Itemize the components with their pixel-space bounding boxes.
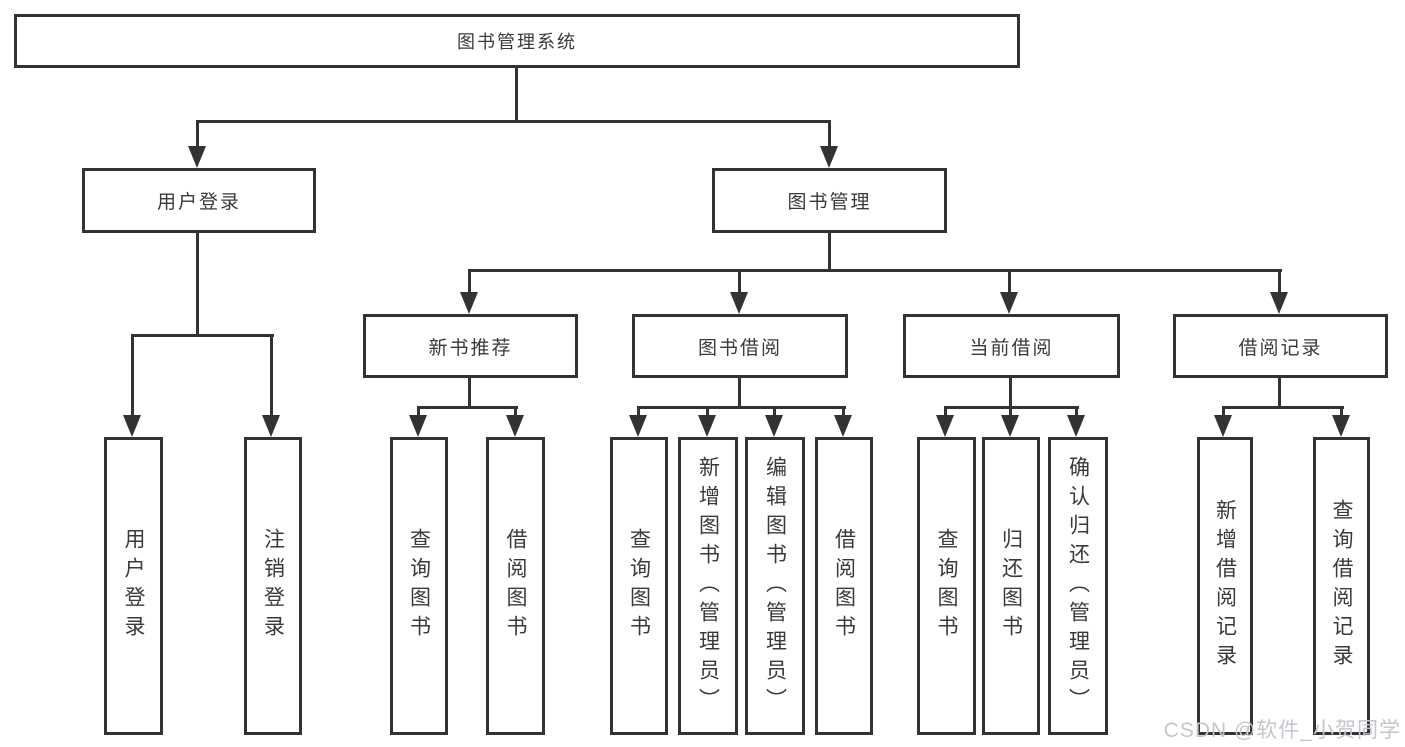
connector-userlogin-stem [196,232,199,336]
connector-newbook-branch [417,406,518,409]
arrow-down-icon [123,334,142,437]
connector-currentborrow-stem [1009,378,1012,409]
arrow-down-icon [629,406,648,437]
arrow-down-icon [1067,406,1086,437]
arrow-down-icon [506,406,525,437]
arrow-down-icon [1332,406,1351,437]
arrow-down-icon [936,406,955,437]
connector-bookmgmt-stem [828,232,831,271]
connector-borrowrecord-branch [1222,406,1344,409]
leaf-return-book: 归还图书 [982,437,1040,735]
leaf-query-book-borrowing: 查询图书 [610,437,668,735]
arrow-down-icon [409,406,428,437]
node-borrowing-records: 借阅记录 [1173,314,1388,378]
arrow-down-icon [1001,406,1020,437]
arrow-down-icon [188,120,207,168]
connector-bookborrow-stem [738,378,741,409]
leaf-query-book-current: 查询图书 [917,437,976,735]
arrow-down-icon [820,120,839,168]
node-user-login: 用户登录 [82,168,316,233]
arrow-down-icon [765,406,784,437]
leaf-edit-book-admin: 编辑图书（管理员） [745,437,805,735]
leaf-logout: 注销登录 [244,437,302,735]
arrow-down-icon [262,334,281,437]
node-current-borrowing: 当前借阅 [903,314,1120,378]
node-library-management-system: 图书管理系统 [14,14,1020,68]
connector-bookborrow-branch [637,406,846,409]
connector-root-stem [515,68,518,122]
leaf-query-borrow-record: 查询借阅记录 [1313,437,1370,735]
arrow-down-icon [1000,269,1019,314]
arrow-down-icon [460,269,479,314]
connector-newbook-stem [468,378,471,409]
node-book-management: 图书管理 [712,168,947,233]
connector-root-branch [197,120,831,123]
leaf-confirm-return-admin: 确认归还（管理员） [1048,437,1108,735]
arrow-down-icon [1270,269,1289,314]
csdn-watermark: CSDN @软件_小贺同学 [1163,719,1401,742]
node-new-book-recommend: 新书推荐 [363,314,578,378]
connector-bookmgmt-branch [468,269,1282,272]
leaf-add-borrow-record: 新增借阅记录 [1197,437,1253,735]
connector-userlogin-branch [131,334,274,337]
node-book-borrowing: 图书借阅 [632,314,848,378]
arrow-down-icon [1214,406,1233,437]
leaf-borrow-book-borrowing: 借阅图书 [815,437,873,735]
leaf-add-book-admin: 新增图书（管理员） [678,437,738,735]
arrow-down-icon [730,269,749,314]
leaf-user-login: 用户登录 [104,437,163,735]
leaf-borrow-book-recommend: 借阅图书 [486,437,545,735]
connector-borrowrecord-stem [1278,378,1281,409]
arrow-down-icon [834,406,853,437]
leaf-query-book-recommend: 查询图书 [390,437,448,735]
arrow-down-icon [698,406,717,437]
